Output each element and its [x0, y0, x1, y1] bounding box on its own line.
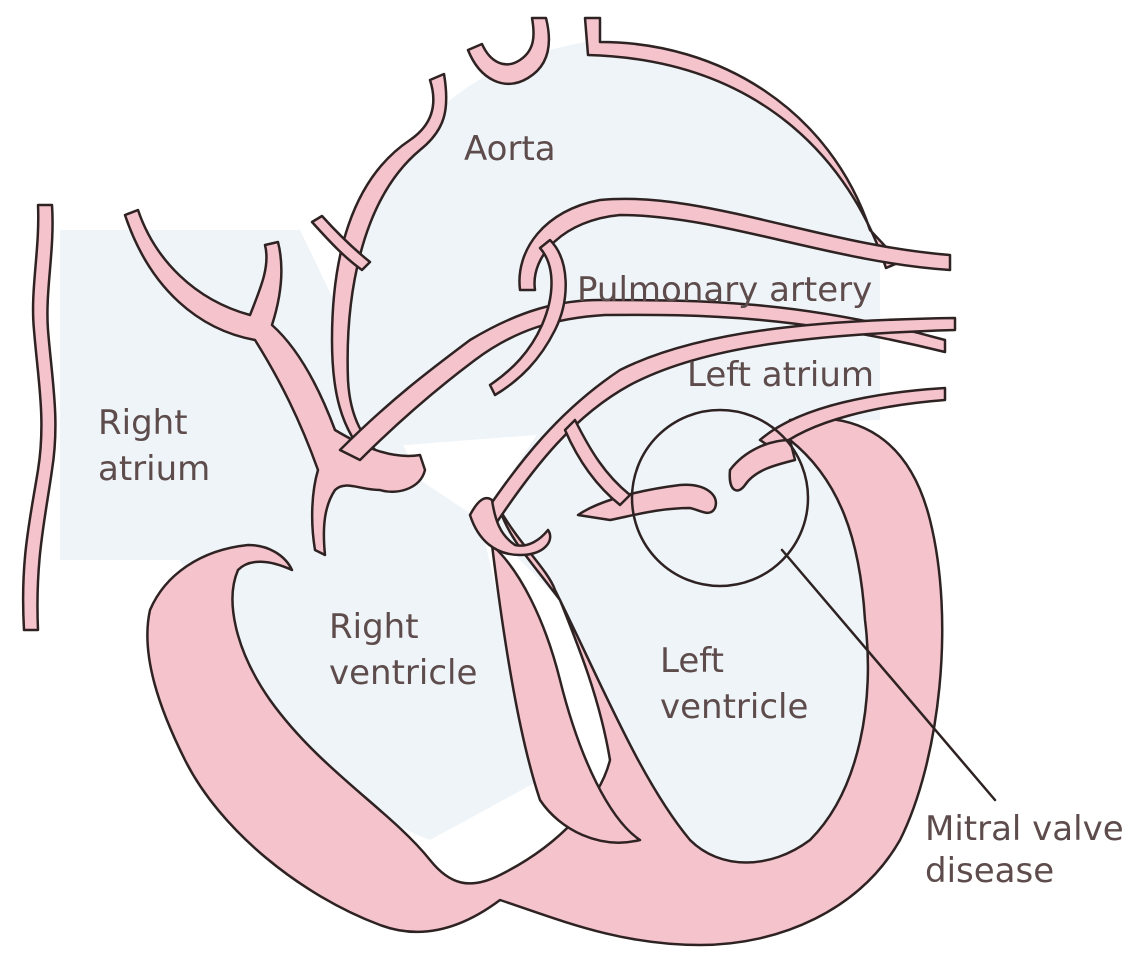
right-atrium-label-line2: atrium [98, 449, 210, 489]
right-ventricle-label-line1: Right [329, 607, 419, 647]
left-ventricle-label-line2: ventricle [660, 687, 808, 727]
right-ventricle-label-line2: ventricle [329, 653, 477, 693]
mitral-valve-label-line2: disease [925, 851, 1054, 891]
mitral-valve-label-line1: Mitral valve [925, 809, 1124, 849]
pulmonary-artery-label: Pulmonary artery [577, 270, 872, 310]
aorta-label: Aorta [464, 129, 556, 169]
left-ventricle-label-line1: Left [660, 641, 724, 681]
right-atrium-wall [23, 205, 55, 630]
left-atrium-label: Left atrium [687, 355, 874, 395]
right-atrium-label-line1: Right [98, 403, 188, 443]
